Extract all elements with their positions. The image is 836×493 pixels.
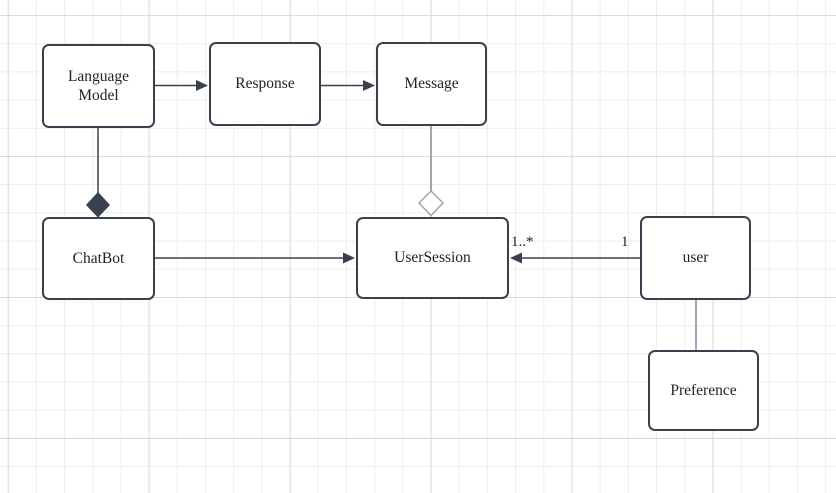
arrowhead-icon [343,252,355,264]
node-user[interactable]: user [640,216,751,300]
arrowhead-icon [196,80,208,91]
node-preference[interactable]: Preference [648,350,759,431]
node-usersession[interactable]: UserSession [356,217,509,299]
edge-response-message[interactable] [321,80,375,91]
node-label: Message [404,75,459,93]
node-response[interactable]: Response [209,42,321,126]
edge-chatbot-usersession[interactable] [155,252,355,264]
edge-message-usersession-aggregation[interactable] [417,126,445,217]
node-language-model[interactable]: Language Model [42,44,155,128]
node-label: Preference [670,381,737,399]
arrowhead-icon [510,252,522,264]
node-label: UserSession [394,249,471,267]
filled-diamond-icon [85,191,111,218]
edge-languagemodel-chatbot-composition[interactable] [85,128,111,218]
node-message[interactable]: Message [376,42,487,126]
node-label: Language Model [67,67,130,104]
node-label: Response [235,75,295,93]
multiplicity-label-user: 1 [621,234,629,250]
edge-user-usersession[interactable] [510,252,640,264]
hollow-diamond-icon [417,189,445,217]
arrowhead-icon [363,80,375,91]
node-chatbot[interactable]: ChatBot [42,217,155,300]
node-label: user [682,249,709,267]
edge-languagemodel-response[interactable] [155,80,208,91]
multiplicity-label-usersession: 1..* [511,234,534,250]
node-label: ChatBot [72,249,125,267]
